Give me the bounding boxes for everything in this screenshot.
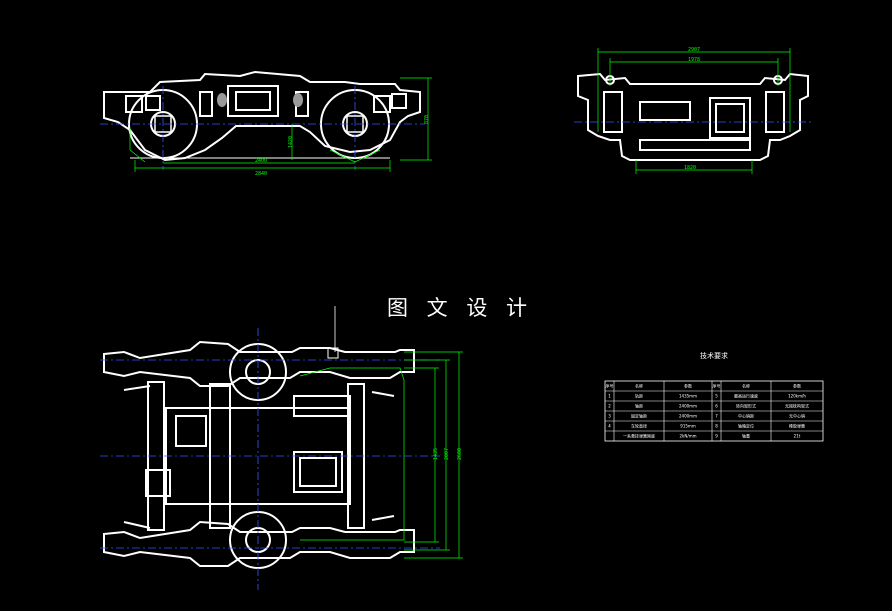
plan-green-outline bbox=[299, 367, 405, 541]
tech-table-cell: 一系悬挂弹簧刚度 bbox=[623, 433, 655, 439]
end-dimensions bbox=[597, 48, 791, 174]
plan-box-center-inner bbox=[299, 457, 337, 487]
end-left-block bbox=[639, 101, 691, 121]
end-right-post bbox=[765, 91, 785, 133]
plan-box-lower-left bbox=[145, 469, 171, 497]
side-dim-axle: 1420 bbox=[288, 136, 294, 148]
plan-dim-mid: 2007 bbox=[444, 448, 450, 460]
side-pad-right2 bbox=[391, 93, 407, 109]
side-frame-outline bbox=[103, 70, 421, 162]
tech-table-cell: 3 bbox=[608, 414, 611, 419]
tech-table-cell: 1435mm bbox=[679, 394, 697, 399]
tech-table-cell: 9 bbox=[715, 434, 718, 439]
plan-box-upper bbox=[293, 395, 351, 417]
tech-table-cell: 轴箱定位 bbox=[738, 423, 754, 429]
plan-link-rod bbox=[123, 385, 395, 529]
end-dim-top-inner: 1978 bbox=[688, 57, 700, 63]
tech-table-cell: 2 bbox=[608, 404, 611, 409]
plan-centerlines bbox=[100, 328, 440, 590]
side-pad-left bbox=[125, 95, 143, 113]
side-green-arc-left bbox=[129, 128, 146, 163]
tech-table-header-cell: 参数 bbox=[684, 383, 692, 389]
tech-table-cell: 轨距 bbox=[635, 393, 643, 399]
tech-table-cell: 转向架形式 bbox=[736, 403, 756, 409]
end-center-inner bbox=[715, 103, 745, 133]
side-pad-right bbox=[373, 95, 391, 113]
tech-table-cell: 无摇枕构架式 bbox=[785, 403, 809, 409]
end-dim-bottom: 1820 bbox=[684, 165, 696, 171]
side-centerlines bbox=[100, 86, 425, 170]
end-view bbox=[577, 72, 809, 161]
tech-table-cell: 915mm bbox=[680, 424, 696, 429]
tech-table-cell: 中心销距 bbox=[738, 413, 754, 419]
tech-table-cell: 2400mm bbox=[679, 414, 697, 419]
tech-table-header-cell: 参数 bbox=[793, 383, 801, 389]
tech-table-header-cell: 名称 bbox=[635, 383, 643, 389]
tech-table-cell: 轴距 bbox=[635, 403, 643, 409]
side-green-arc-right bbox=[329, 149, 381, 163]
plan-view bbox=[103, 340, 415, 569]
tech-table-cell: 车轮直径 bbox=[631, 423, 647, 429]
tech-table-cell: 21t bbox=[794, 434, 801, 439]
tech-table-cell: 无中心销 bbox=[789, 413, 805, 419]
plan-side-frame-bottom bbox=[103, 520, 415, 567]
plan-dimensions bbox=[299, 351, 463, 559]
side-dim-length: 2840 bbox=[255, 171, 267, 177]
tech-table-cell: 5 bbox=[715, 394, 718, 399]
tech-table-header-cell: 名称 bbox=[742, 383, 750, 389]
side-pad-left2 bbox=[145, 95, 161, 111]
tech-table-header-cell: 序号 bbox=[713, 383, 721, 389]
tech-table-cell: 7 bbox=[715, 414, 718, 419]
end-dim-top-outer: 2907 bbox=[688, 47, 700, 53]
side-dim-wheelbase: 2400 bbox=[255, 158, 267, 164]
plan-box-left bbox=[175, 415, 207, 447]
side-dim-height: 870 bbox=[424, 115, 430, 124]
side-view bbox=[103, 70, 421, 162]
side-damper-right bbox=[293, 93, 303, 107]
end-frame-outline bbox=[577, 72, 809, 161]
side-dimensions bbox=[129, 77, 432, 172]
plan-side-frame-top bbox=[103, 340, 415, 387]
tech-table-cell: 120km/h bbox=[788, 394, 806, 399]
tech-table-cell: 4 bbox=[608, 424, 611, 429]
side-spring-left bbox=[199, 91, 213, 117]
plan-box-center bbox=[293, 451, 343, 493]
tech-table-cell: 2400mm bbox=[679, 404, 697, 409]
tech-table-cell: 轴重 bbox=[742, 433, 750, 439]
end-left-post bbox=[603, 91, 623, 133]
plan-small-pad-top bbox=[327, 347, 339, 359]
plan-dim-outer: 2600 bbox=[457, 448, 463, 460]
tech-table-cell: 最高运行速度 bbox=[734, 393, 758, 399]
side-damper-left bbox=[217, 93, 227, 107]
tech-table: 序号 名称 参数 序号 名称 参数 1 轨距 1435mm 5 最高运行速度 120km/h 2 轴距 24… bbox=[604, 380, 824, 442]
tech-table-cell: 1 bbox=[608, 394, 611, 399]
side-bolster-block bbox=[227, 85, 279, 117]
end-center-block bbox=[709, 97, 751, 139]
tech-table-cell: 固定轴距 bbox=[631, 413, 647, 419]
tech-table-cell: 8 bbox=[715, 424, 718, 429]
tech-table-title: 技术要求 bbox=[700, 351, 728, 360]
tech-table-cell: 6 bbox=[715, 404, 718, 409]
plan-dim-inner: 1435 bbox=[433, 448, 439, 460]
tech-table-cell: 橡胶弹簧 bbox=[789, 423, 805, 429]
tech-table-header-cell: 序号 bbox=[606, 383, 614, 389]
end-bottom-rail bbox=[639, 139, 751, 151]
watermark-text: 图 文 设 计 bbox=[387, 296, 534, 320]
side-bolster-inner bbox=[235, 91, 271, 111]
tech-table-cell: 2kN/mm bbox=[680, 434, 697, 439]
